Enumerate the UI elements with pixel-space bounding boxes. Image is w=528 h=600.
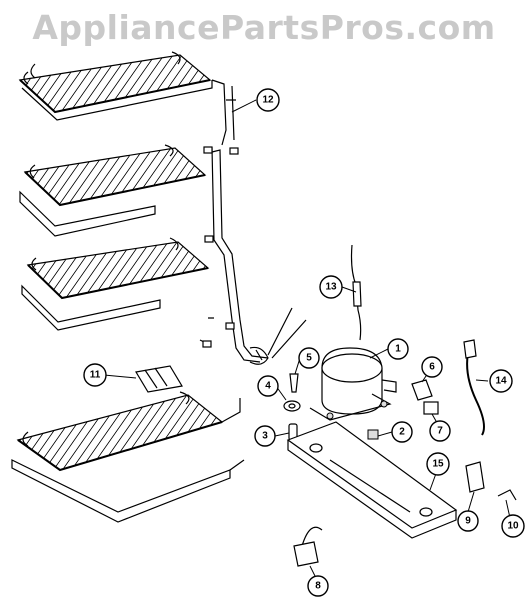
power-cord <box>466 344 485 436</box>
svg-text:5: 5 <box>306 353 312 364</box>
svg-text:4: 4 <box>265 381 271 392</box>
svg-text:15: 15 <box>432 459 444 470</box>
compressor-base-plate <box>286 421 458 539</box>
callout-10: 10 <box>501 514 525 538</box>
callout-13: 13 <box>319 275 343 299</box>
watermark: AppliancePartsPros.com <box>32 8 496 47</box>
svg-text:10: 10 <box>507 521 519 532</box>
callout-5: 5 <box>298 347 320 369</box>
svg-text:8: 8 <box>315 581 321 592</box>
svg-text:9: 9 <box>465 516 471 527</box>
condenser-coil-bottom <box>11 391 245 523</box>
clip <box>497 489 517 501</box>
tube-fitting <box>229 147 239 155</box>
switch <box>465 461 485 493</box>
bolt <box>289 373 299 393</box>
tube-fitting <box>225 322 235 330</box>
svg-text:6: 6 <box>429 362 435 373</box>
wire-harness <box>293 526 323 567</box>
relay <box>411 379 433 401</box>
svg-text:13: 13 <box>325 282 337 293</box>
callout-11: 11 <box>83 363 107 387</box>
callout-12: 12 <box>256 88 280 112</box>
callout-14: 14 <box>489 369 513 393</box>
svg-text:2: 2 <box>399 427 405 438</box>
washer <box>283 400 301 412</box>
tubing-assembly <box>199 79 307 365</box>
callout-4: 4 <box>257 375 279 397</box>
tube-fitting <box>203 146 213 154</box>
grommet <box>367 429 379 440</box>
svg-text:7: 7 <box>437 426 443 437</box>
svg-text:1: 1 <box>395 344 401 355</box>
svg-text:14: 14 <box>495 376 507 387</box>
evaporator-coil-lower <box>21 237 210 331</box>
svg-text:11: 11 <box>90 370 101 381</box>
callout-8: 8 <box>307 575 329 597</box>
tube-fitting <box>204 235 214 243</box>
compressor <box>309 347 397 421</box>
callout-7: 7 <box>429 420 451 442</box>
callout-3: 3 <box>254 425 276 447</box>
callout-1: 1 <box>387 338 409 360</box>
evaporator-coil-middle <box>19 144 207 237</box>
callout-6: 6 <box>421 356 443 378</box>
callout-15: 15 <box>426 452 450 476</box>
svg-text:3: 3 <box>262 431 268 442</box>
tube-fitting <box>202 340 212 348</box>
callout-9: 9 <box>457 510 479 532</box>
capillary-drier <box>350 244 362 341</box>
drain-trough <box>135 365 183 393</box>
evaporator-coil-top <box>18 51 213 121</box>
svg-text:12: 12 <box>262 95 274 106</box>
callout-2: 2 <box>391 421 413 443</box>
overload-protector <box>423 401 439 415</box>
